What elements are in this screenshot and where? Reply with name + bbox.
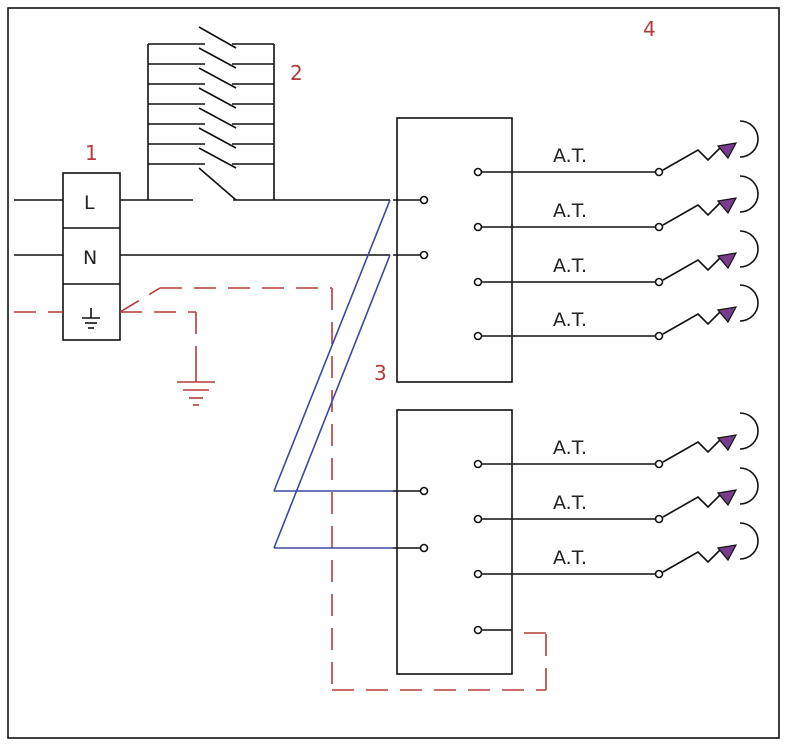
callout-2: 2 (290, 61, 303, 85)
incoming-lines (14, 199, 390, 256)
circuit-label: A.T. (553, 145, 587, 167)
lower-panel (393, 409, 513, 675)
frame-border (7, 7, 780, 739)
lamp-icon (716, 142, 738, 160)
upper-panel (393, 117, 513, 383)
lamp-icon (716, 197, 738, 215)
upper-circuit-1: A.T. (512, 120, 759, 177)
lower-circuit-2: A.T. (512, 467, 759, 524)
breaker-stack (147, 26, 275, 201)
feeder-wiring (273, 199, 393, 549)
upper-circuit-3: A.T. (512, 230, 759, 287)
lamp-icon (716, 252, 738, 270)
callout-3: 3 (374, 361, 387, 385)
upper-circuit-4: A.T. (512, 284, 759, 341)
callout-4: 4 (643, 17, 656, 41)
callout-1: 1 (85, 141, 98, 165)
lamp-icon (716, 489, 738, 507)
earth-terminal-icon (82, 308, 100, 329)
lower-circuit-3: A.T. (512, 522, 759, 579)
circuit-label: A.T. (553, 255, 587, 277)
circuit-label: A.T. (553, 309, 587, 331)
lamp-icon (716, 306, 738, 324)
upper-circuit-2: A.T. (512, 175, 759, 232)
terminal-label-l: L (84, 192, 95, 214)
lower-circuit-1: A.T. (512, 412, 759, 469)
lamp-icon (716, 544, 738, 562)
circuit-label: A.T. (553, 492, 587, 514)
circuit-label: A.T. (553, 200, 587, 222)
terminal-block: L N (62, 172, 121, 341)
earth-wiring (14, 287, 547, 691)
circuit-label: A.T. (553, 437, 587, 459)
lamp-icon (716, 434, 738, 452)
circuit-label: A.T. (553, 547, 587, 569)
terminal-label-n: N (83, 247, 97, 269)
